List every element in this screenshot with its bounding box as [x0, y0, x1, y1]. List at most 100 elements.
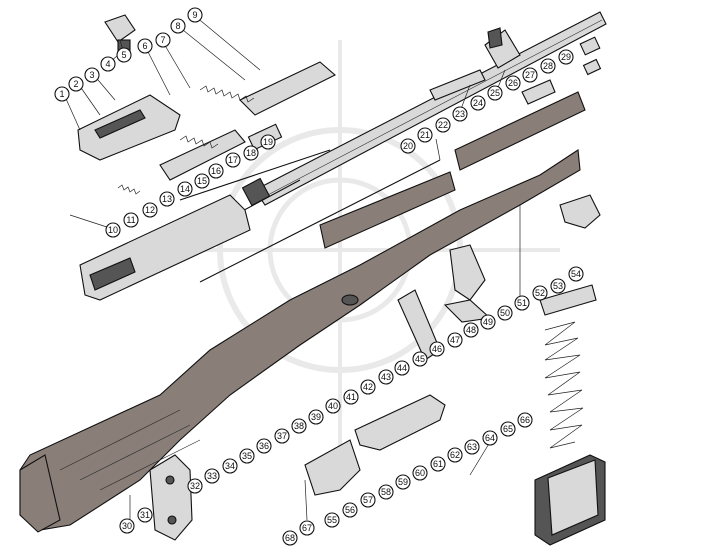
callout-number: 10 — [108, 225, 118, 235]
callout-67: 67 — [299, 520, 315, 536]
callout-49: 49 — [480, 314, 496, 330]
callout-13: 13 — [159, 191, 175, 207]
callout-number: 59 — [398, 477, 408, 487]
callout-number: 48 — [466, 325, 476, 335]
callout-number: 50 — [500, 308, 510, 318]
callout-56: 56 — [342, 502, 358, 518]
callout-number: 14 — [180, 184, 190, 194]
rear-handguard-part — [319, 69, 586, 249]
rear-sight-part — [449, 194, 601, 316]
callout-number: 58 — [381, 487, 391, 497]
callout-64: 64 — [482, 430, 498, 446]
callout-54: 54 — [568, 266, 584, 282]
callout-11: 11 — [123, 212, 139, 228]
callout-number: 21 — [420, 130, 430, 140]
callout-17: 17 — [225, 152, 241, 168]
magazine-part — [534, 454, 606, 546]
callout-41: 41 — [343, 389, 359, 405]
callout-32: 32 — [187, 478, 203, 494]
callout-number: 8 — [175, 21, 180, 31]
callout-44: 44 — [394, 360, 410, 376]
callout-number: 53 — [553, 281, 563, 291]
callout-65: 65 — [500, 421, 516, 437]
callout-39: 39 — [308, 409, 324, 425]
callout-7: 7 — [155, 32, 171, 48]
callout-21: 21 — [417, 127, 433, 143]
callout-52: 52 — [532, 285, 548, 301]
callout-number: 52 — [535, 288, 545, 298]
callout-number: 24 — [473, 98, 483, 108]
callout-number: 31 — [140, 510, 150, 520]
callout-4: 4 — [100, 56, 116, 72]
callout-9: 9 — [187, 7, 203, 23]
callout-10: 10 — [105, 222, 121, 238]
callout-53: 53 — [550, 278, 566, 294]
callout-5: 5 — [116, 47, 132, 63]
callout-8: 8 — [170, 18, 186, 34]
callout-number: 9 — [192, 10, 197, 20]
callout-16: 16 — [208, 163, 224, 179]
callout-number: 1 — [59, 89, 64, 99]
callout-number: 29 — [561, 52, 571, 62]
callout-number: 44 — [397, 363, 407, 373]
barrel-part — [241, 11, 607, 207]
callout-24: 24 — [470, 95, 486, 111]
callout-number: 56 — [345, 505, 355, 515]
callout-number: 28 — [543, 61, 553, 71]
callout-59: 59 — [395, 474, 411, 490]
callout-61: 61 — [430, 456, 446, 472]
callout-number: 17 — [228, 155, 238, 165]
callout-66: 66 — [517, 412, 533, 428]
callout-number: 41 — [346, 392, 356, 402]
receiver-part — [79, 194, 251, 301]
callout-number: 6 — [142, 41, 147, 51]
callout-26: 26 — [505, 75, 521, 91]
callout-55: 55 — [324, 512, 340, 528]
callout-25: 25 — [487, 85, 503, 101]
callout-number: 2 — [73, 79, 78, 89]
callout-62: 62 — [447, 447, 463, 463]
gas-cylinder-part — [521, 36, 602, 105]
callout-40: 40 — [325, 398, 341, 414]
callout-29: 29 — [558, 49, 574, 65]
callout-number: 39 — [311, 412, 321, 422]
callout-35: 35 — [239, 448, 255, 464]
callout-30: 30 — [119, 518, 135, 534]
callout-43: 43 — [378, 369, 394, 385]
callout-number: 66 — [520, 415, 530, 425]
callout-22: 22 — [435, 117, 451, 133]
operating-rod-part — [179, 149, 441, 283]
callout-number: 46 — [432, 344, 442, 354]
callout-33: 33 — [204, 468, 220, 484]
callout-number: 68 — [285, 533, 295, 543]
callout-number: 60 — [415, 468, 425, 478]
callout-2: 2 — [68, 76, 84, 92]
callout-number: 12 — [145, 205, 155, 215]
callout-number: 49 — [483, 317, 493, 327]
callout-38: 38 — [291, 418, 307, 434]
callout-number: 33 — [207, 471, 217, 481]
callout-36: 36 — [256, 438, 272, 454]
spring-part — [117, 85, 255, 195]
callout-number: 32 — [190, 481, 200, 491]
callout-number: 65 — [503, 424, 513, 434]
callout-3: 3 — [84, 67, 100, 83]
callout-1: 1 — [54, 86, 70, 102]
callout-number: 3 — [89, 70, 94, 80]
callout-number: 57 — [363, 495, 373, 505]
callout-57: 57 — [360, 492, 376, 508]
callout-number: 25 — [490, 88, 500, 98]
callout-number: 51 — [517, 298, 527, 308]
callout-number: 5 — [121, 50, 126, 60]
callout-50: 50 — [497, 305, 513, 321]
callout-60: 60 — [412, 465, 428, 481]
callout-number: 64 — [485, 433, 495, 443]
callout-number: 26 — [508, 78, 518, 88]
callout-number: 36 — [259, 441, 269, 451]
callout-number: 34 — [225, 461, 235, 471]
callout-6: 6 — [137, 38, 153, 54]
callout-14: 14 — [177, 181, 193, 197]
callout-number: 61 — [433, 459, 443, 469]
callout-number: 40 — [328, 401, 338, 411]
